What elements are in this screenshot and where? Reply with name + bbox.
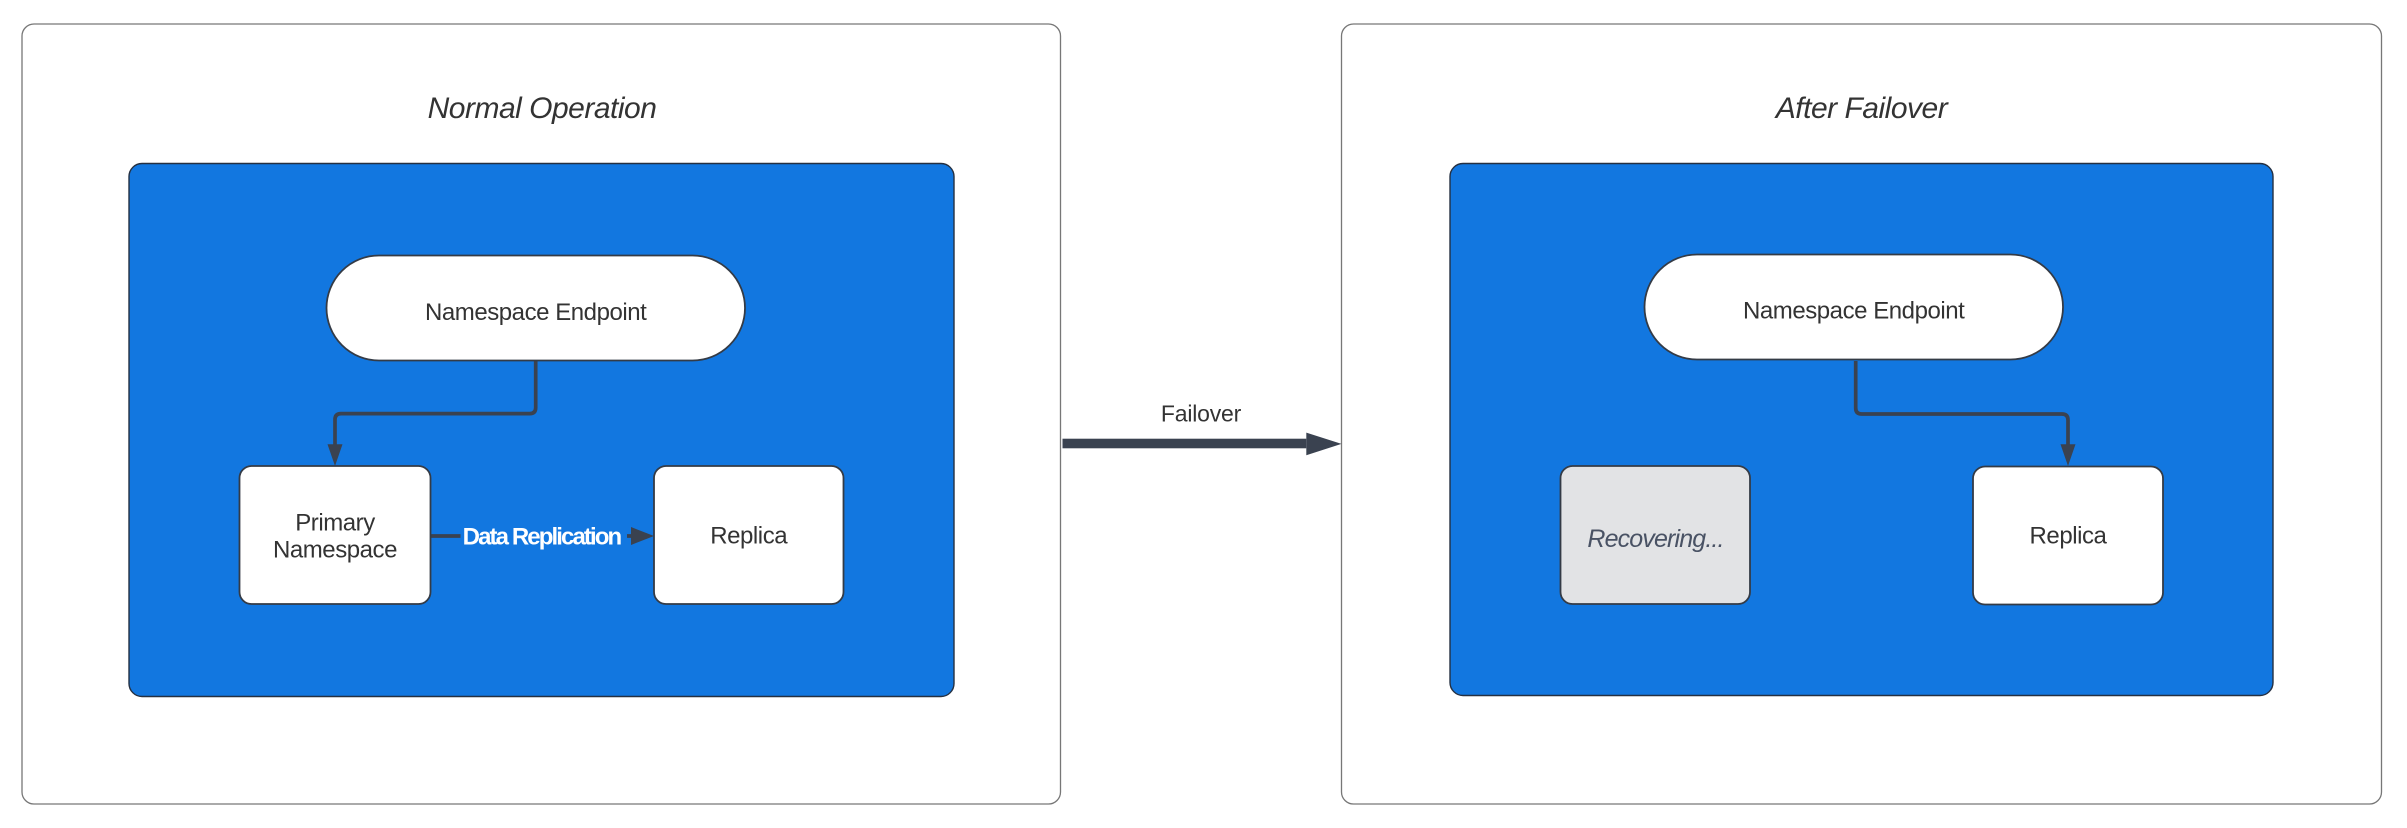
svg-text:Normal Operation: Normal Operation: [428, 92, 657, 125]
svg-text:Replica: Replica: [710, 523, 788, 550]
svg-text:Failover: Failover: [1161, 401, 1242, 427]
svg-text:Data Replication: Data Replication: [463, 524, 622, 551]
svg-text:Namespace Endpoint: Namespace Endpoint: [1743, 298, 1965, 325]
svg-text:Namespace Endpoint: Namespace Endpoint: [425, 299, 647, 326]
svg-text:Replica: Replica: [2030, 523, 2108, 550]
svg-text:Namespace: Namespace: [273, 537, 397, 564]
svg-text:After Failover: After Failover: [1774, 92, 1949, 125]
svg-text:Recovering...: Recovering...: [1587, 525, 1723, 553]
svg-text:Primary: Primary: [295, 510, 375, 537]
